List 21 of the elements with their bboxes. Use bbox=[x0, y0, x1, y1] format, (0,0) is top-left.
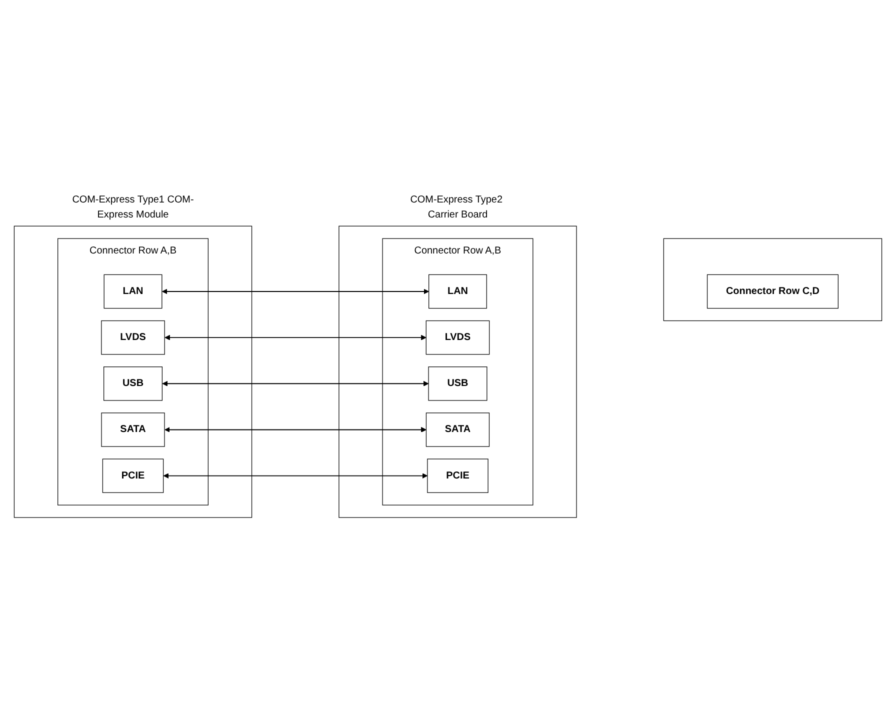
node-label: COM-Express Type1 COM-Express Module bbox=[72, 194, 194, 220]
node-label: COM-Express Type2 Carrier Board bbox=[410, 194, 502, 220]
cluster bbox=[663, 238, 882, 321]
node-box: Connector Row C,D bbox=[706, 274, 838, 308]
node-box: LAN bbox=[428, 274, 487, 308]
arrow bbox=[163, 472, 428, 478]
arrow bbox=[164, 334, 426, 340]
arrow bbox=[162, 380, 429, 386]
node-box: LVDS bbox=[101, 320, 165, 354]
arrow bbox=[162, 288, 430, 294]
node-box: USB bbox=[104, 366, 163, 400]
node-box: LVDS bbox=[426, 320, 490, 354]
node-box: SATA bbox=[426, 412, 490, 446]
arrow bbox=[164, 426, 426, 432]
node-box: SATA bbox=[101, 412, 165, 446]
cluster bbox=[14, 225, 252, 518]
node-box: LAN bbox=[104, 274, 162, 308]
node-box: USB bbox=[428, 366, 488, 400]
node-box: PCIE bbox=[102, 458, 164, 492]
node-box: PCIE bbox=[427, 458, 488, 492]
cluster bbox=[338, 225, 577, 518]
